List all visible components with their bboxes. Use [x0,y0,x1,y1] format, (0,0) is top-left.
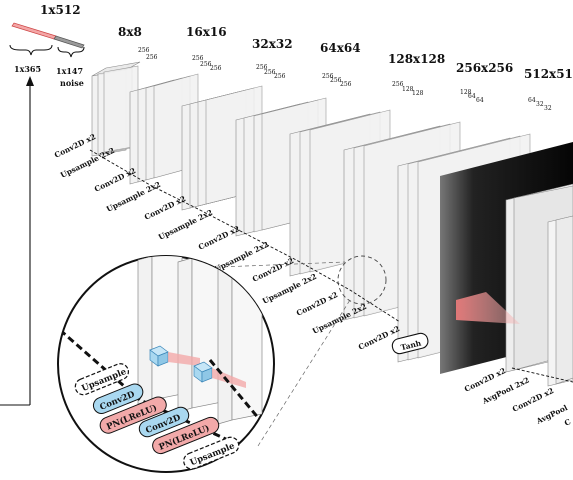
zoom-guide-top [195,261,346,269]
op-label: Conv2D x2 [295,290,339,318]
stage-block-32x32: 256 256 256 [181,64,286,211]
dim-label: 256 [138,47,150,54]
zoom-detail: Upsample Conv2D PN(LReLU) Conv2D PN(LReL… [57,255,275,473]
dim-label: 256 [256,64,268,71]
zoom-source-circle [337,255,387,305]
stage-title: 8x8 [118,25,142,39]
stage-title: 128x128 [388,52,445,66]
dim-label: 128 [460,89,472,96]
generator-baseline [89,149,401,323]
pn-lrelu-pill [152,416,220,455]
latent-vector: 1x512 1x365 1x147 noise [9,3,85,88]
upsample-pill [183,436,240,470]
op-label: Conv2D x2 [251,256,295,284]
latent-left-size: 1x365 [14,64,41,74]
stage-titles: 8x8 16x16 32x32 64x64 128x128 256x256 51… [118,25,573,81]
op-label: Upsample 2x2 [261,272,318,306]
zoom-baseline-right [208,359,262,421]
latent-class-segment [11,22,57,40]
discriminator-baseline [511,367,573,383]
zoom-baseline [59,328,251,452]
latent-noise-segment [53,35,85,49]
disc-op-label: C [563,417,572,428]
dim-label: 128 [402,86,414,93]
dim-label: 256 [264,69,276,76]
dim-label: 32 [544,105,552,112]
disc-op-label: Conv2D x2 [511,386,555,414]
feedback-arrowhead [26,76,34,86]
op-label: Upsample 2x2 [157,208,214,242]
left-brace [9,44,53,56]
dim-label: 256 [200,61,212,68]
zoom-guide-bottom [257,299,351,447]
tanh-block: Tanh [391,332,429,355]
dim-label: 256 [322,73,334,80]
dim-label: 64 [476,97,484,104]
upsample-pill [74,363,129,396]
latent-vector-title: 1x512 [40,3,81,17]
op-label: Conv2D x2 [143,194,187,222]
dim-label: 64 [468,93,476,100]
latent-right-size: 1x147 [56,66,83,76]
op-label: Conv2D x2 [197,224,241,252]
dim-label: 256 [340,81,352,88]
dim-label: 128 [412,90,424,97]
dim-label: 256 [146,54,158,61]
conv-kernel-projection [456,292,520,324]
kernel-cube [149,345,200,367]
conv2d-pill [138,406,190,438]
stage-title: 32x32 [252,37,293,51]
dim-label: 256 [210,65,222,72]
dim-label: 256 [330,77,342,84]
right-brace [57,46,85,58]
discriminator-blocks [505,183,573,387]
dim-label: 32 [536,101,544,108]
stage-title: 64x64 [320,41,361,55]
pn-lrelu-pill [99,396,167,434]
dim-label: 256 [192,55,204,62]
dim-label: 256 [274,73,286,80]
conv2d-pill [92,383,144,414]
stage-title: 16x16 [186,25,227,39]
dim-label: 64 [528,97,536,104]
latent-noise-label: noise [60,78,84,88]
stage-title: 256x256 [456,61,513,75]
op-label: Upsample 2x2 [213,240,270,274]
stage-block-8x8: 256 256 [91,47,158,157]
dim-label: 256 [392,81,404,88]
